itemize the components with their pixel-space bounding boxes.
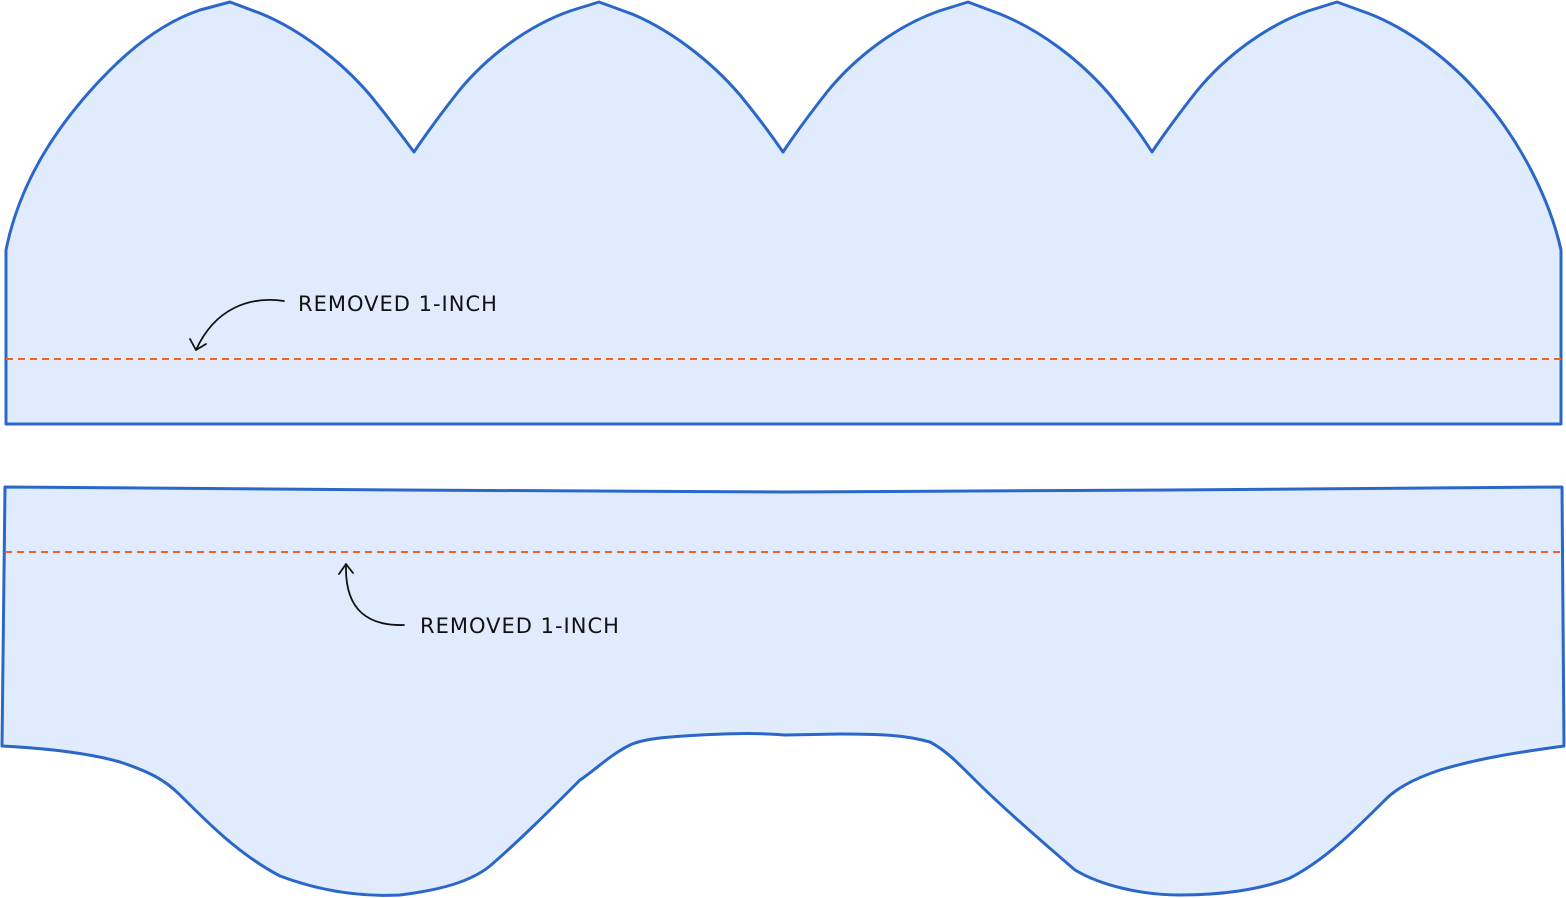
bottom-arrow-head bbox=[338, 563, 354, 575]
bottom-curved-arrow bbox=[345, 565, 405, 626]
top-arrow-head bbox=[189, 338, 207, 351]
top-removed-label: REMOVED 1-INCH bbox=[298, 292, 498, 316]
top-piece-outline bbox=[4, 0, 1563, 426]
top-pattern-piece: REMOVED 1-INCH bbox=[4, 0, 1563, 426]
bottom-removed-label: REMOVED 1-INCH bbox=[420, 614, 620, 638]
top-curved-arrow bbox=[195, 299, 285, 351]
bottom-piece-outline bbox=[0, 485, 1566, 897]
bottom-pattern-piece: REMOVED 1-INCH bbox=[0, 485, 1566, 897]
